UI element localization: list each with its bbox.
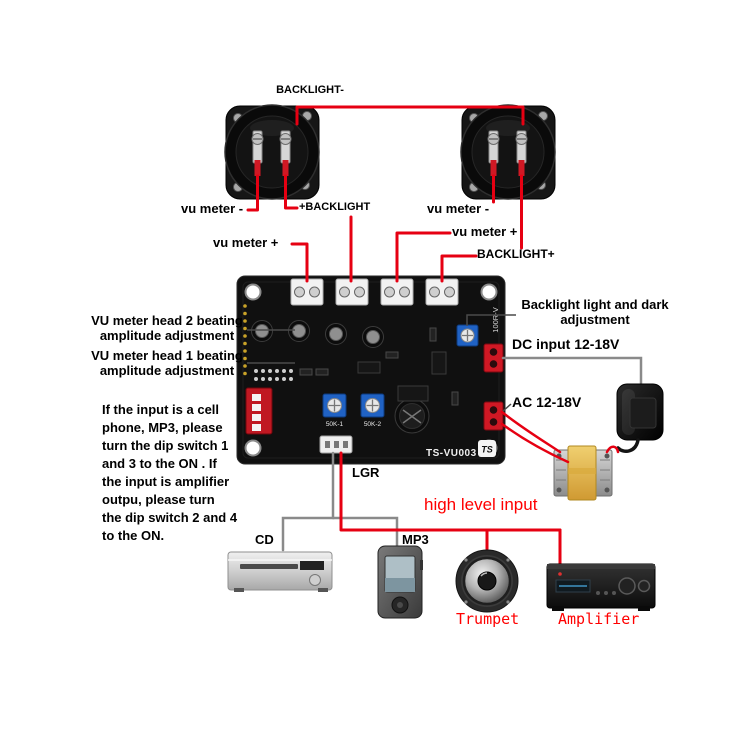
dip-switch [245,387,273,435]
backlight-adjust-label: Backlight light and dark adjustment [521,297,669,327]
dc-adapter [616,383,664,454]
speaker [455,549,519,613]
vu-meter-left [224,104,320,200]
backlight-pointer-line [466,314,516,326]
ic-chips [299,327,459,406]
right-meter-minus-label: vu meter - [427,201,490,216]
transformer-wires [500,410,620,464]
wire-left-minus [246,174,259,212]
right-meter-backlight-label: BACKLIGHT+ [477,247,555,261]
cd-player [227,551,333,592]
terminal-block-4 [425,278,459,306]
board-marking-100r: 100R-V [491,307,500,332]
audio-input-connector [319,435,353,454]
terminal-block-3 [380,278,414,306]
backlight-trim-pot [456,324,479,347]
wire-to-cd [281,451,335,552]
ac-terminal [483,401,504,431]
dc-input-label: DC input 12-18V [512,336,620,352]
left-meter-backlight-label: +BACKLIGHT [299,201,371,213]
wire-right-plus-to-board [395,231,452,283]
wire-backlight-plus-to-board [440,254,478,283]
big-capacitor [394,398,430,434]
vu2-adjust-label: VU meter head 2 beating amplitude adjust… [91,313,243,343]
dc-terminal [483,343,504,373]
ac-transformer [553,445,613,501]
left-meter-minus-label: vu meter - [181,201,244,216]
trumpet-label: Trumpet [456,610,520,628]
wire-left-backlight [284,174,299,210]
backlight-minus-label: BACKLIGHT- [276,84,344,96]
pointer-lines [247,314,516,413]
svg-text:TS: TS [481,445,493,455]
terminal-block-2 [335,278,369,306]
ac-pointer-line [501,403,512,413]
instructions-text: If the input is a cell phone, MP3, pleas… [102,402,238,543]
amplifier-device [546,563,656,611]
cd-label: CD [255,532,274,547]
mp3-label: MP3 [402,532,429,547]
solder-pads [243,304,293,381]
pot2-marking: 50K-2 [364,421,382,428]
board-model-text: TS-VU003 [426,448,477,459]
trim-pot-1: 50K-1 [322,393,347,428]
board-logo: TS [478,440,496,457]
mounting-hole [244,283,262,301]
pot1-marking: 50K-1 [326,421,344,428]
right-meter-plus-label: vu meter + [452,224,518,239]
signal-wires [281,356,643,552]
capacitors [251,320,384,348]
wire-backlight-minus [295,105,525,126]
amplifier-label: Amplifier [558,610,640,628]
vu-meter-right [460,104,556,200]
ac-input-label: AC 12-18V [512,394,582,410]
vu1-adjust-label: VU meter head 1 beating amplitude adjust… [91,348,243,378]
wire-left-plus-to-board [290,242,309,283]
wire-to-mp3 [331,516,399,549]
left-meter-plus-label: vu meter + [213,235,279,250]
mounting-hole [244,439,262,457]
mp3-player [377,545,423,619]
lgr-label: LGR [352,465,380,480]
wire-to-dc-adapter [501,356,643,385]
mounting-hole [480,283,498,301]
terminal-block-1 [290,278,324,306]
trim-pot-2: 50K-2 [360,393,385,428]
high-level-input-label: high level input [424,495,538,514]
pcb-board: 50K-1 50K-2 [236,275,506,465]
red-wires [246,105,562,566]
